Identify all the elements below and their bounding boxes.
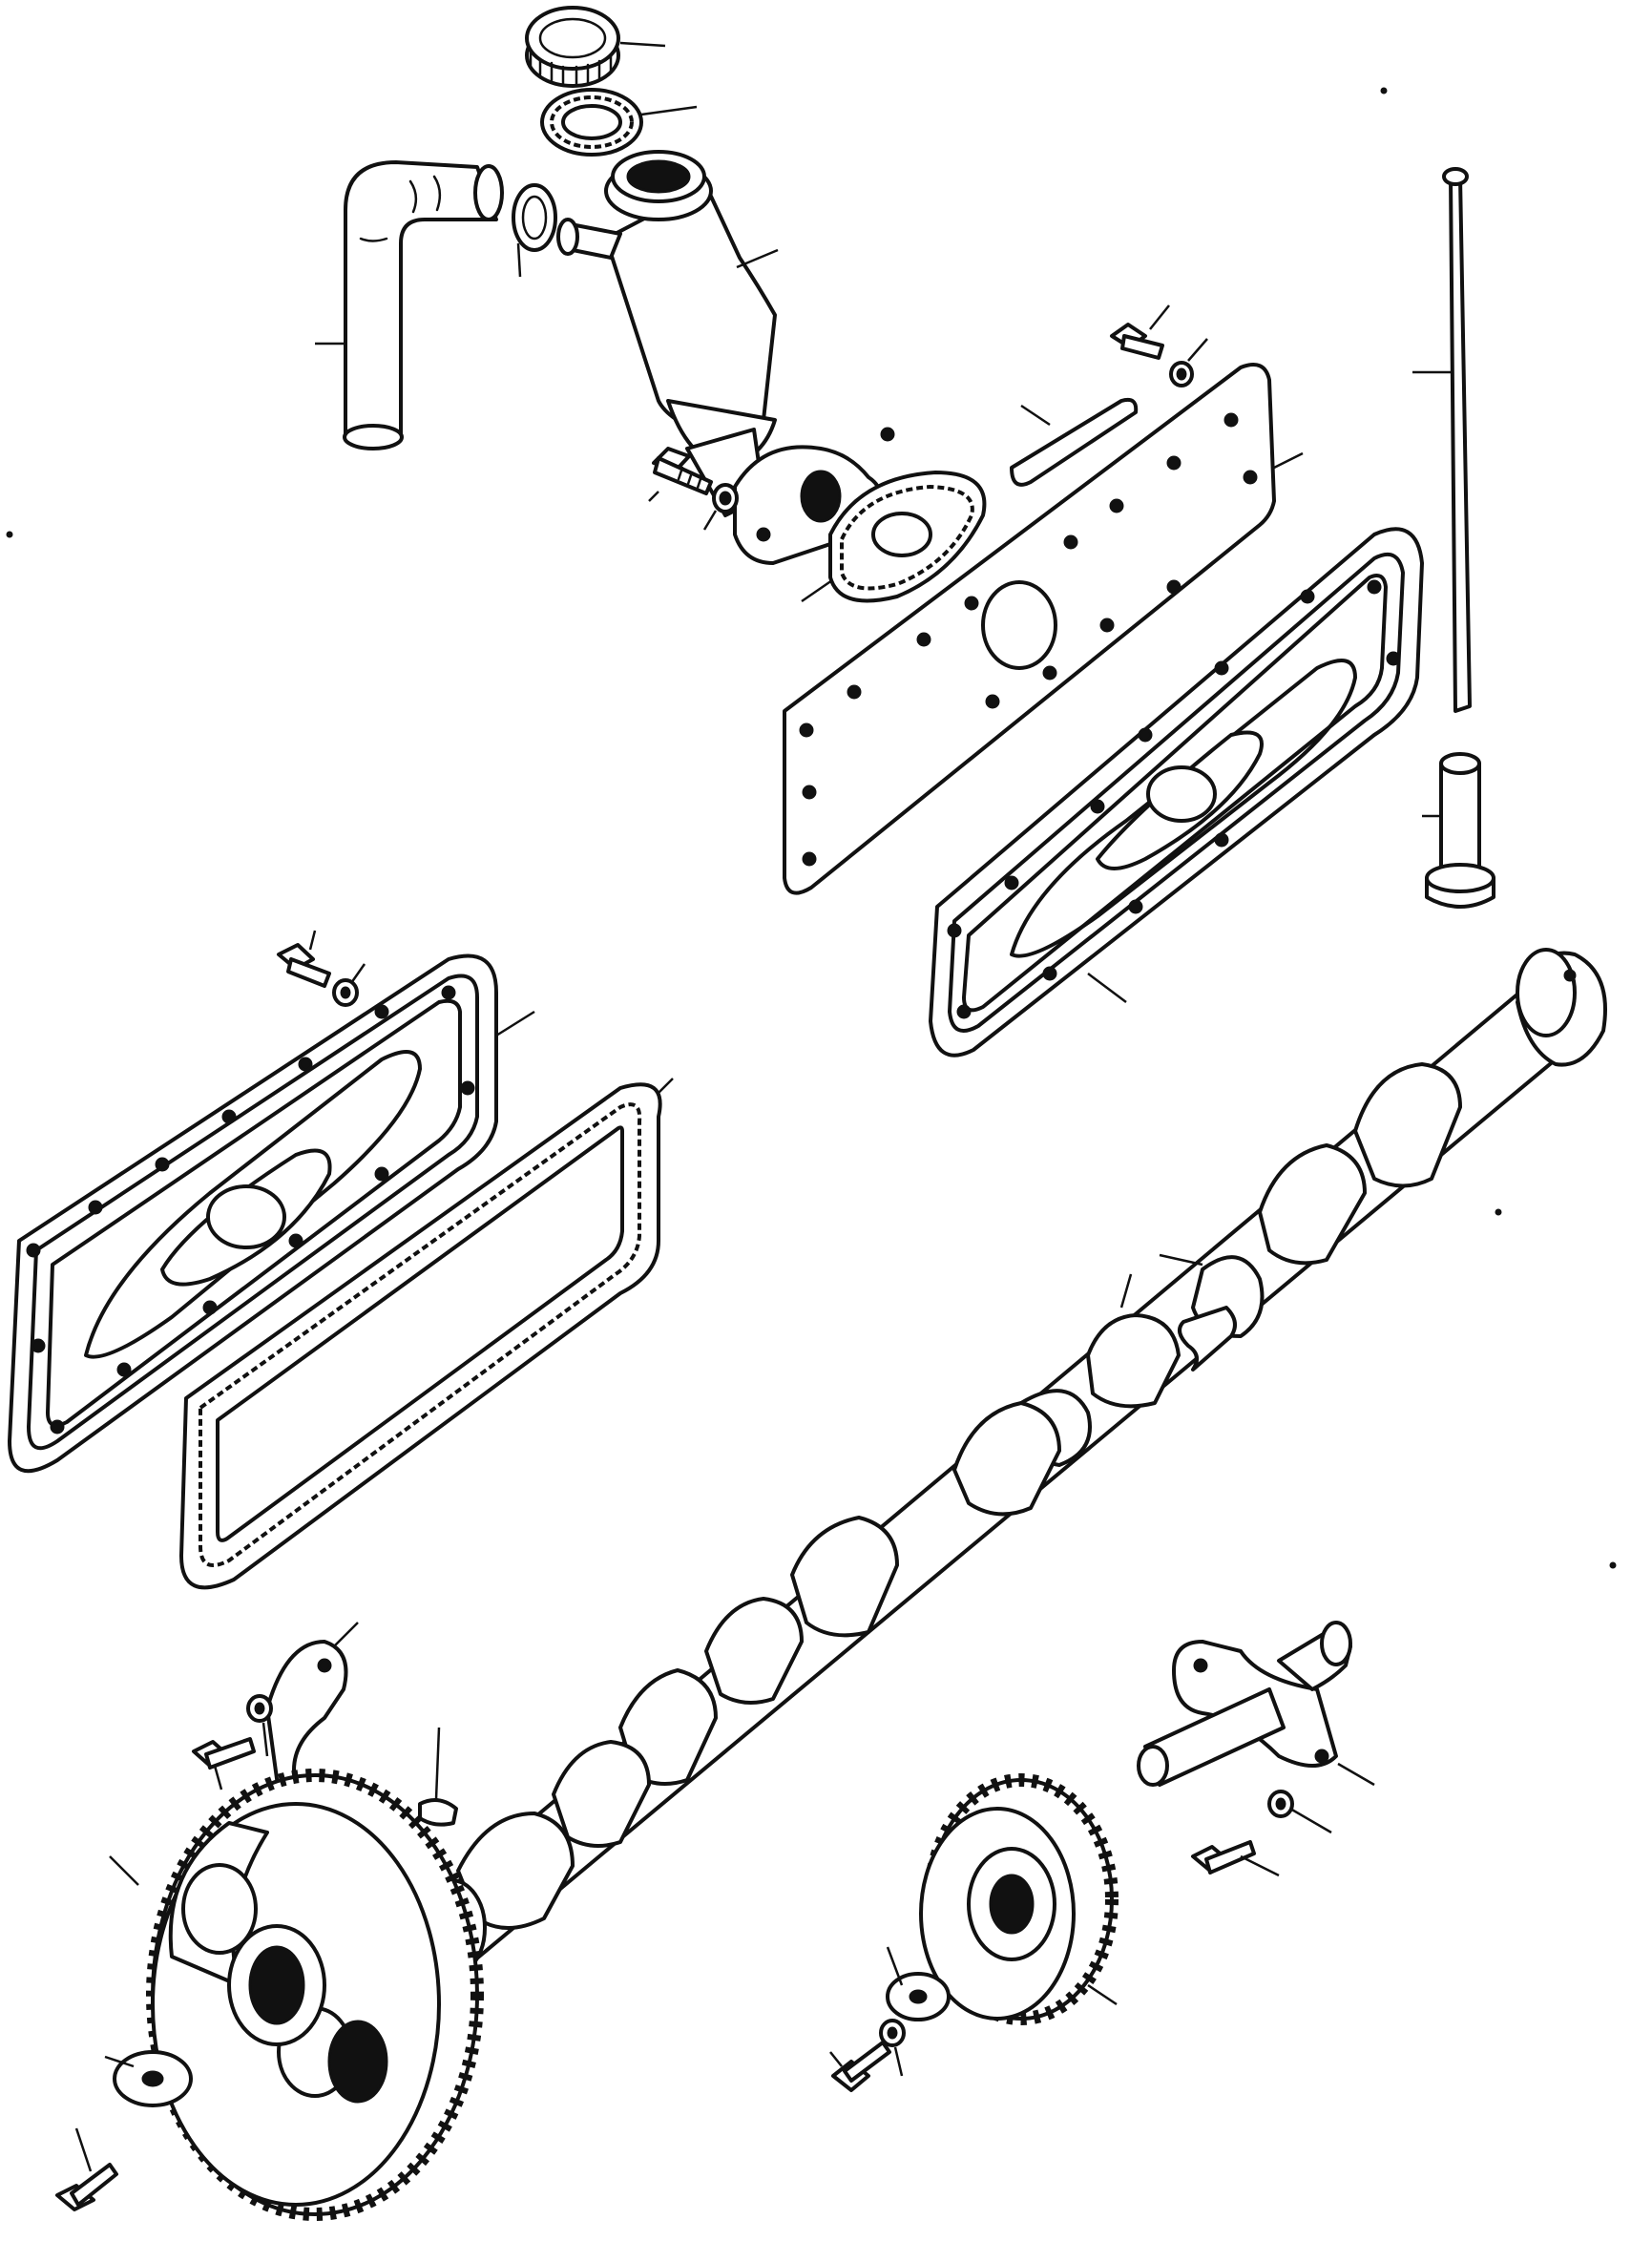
washer-icon (540, 88, 698, 157)
filler-tube-icon (556, 150, 895, 565)
key-icon (418, 1727, 458, 1827)
washer-icon (1267, 1790, 1332, 1834)
tappet-cover-icon (8, 953, 535, 1474)
bolt-icon (277, 930, 331, 988)
camshaft-icon (415, 948, 1607, 1978)
washer-icon (332, 963, 366, 1007)
washer-icon (246, 1694, 273, 1757)
tappet-icon (1422, 752, 1495, 909)
washer-icon (104, 2050, 193, 2107)
cover-plate-icon (783, 363, 1304, 895)
strap-icon (1010, 397, 1139, 487)
clip-icon (512, 183, 557, 278)
gasket-icon (801, 471, 987, 603)
idler-shaft-icon (1137, 1621, 1375, 1787)
bolt-icon (1110, 304, 1170, 360)
washer-icon (886, 1946, 951, 2021)
bolt-icon (648, 447, 713, 502)
bolt-icon (1191, 1840, 1280, 1877)
filler-cap-icon (525, 6, 666, 88)
bolt-icon (55, 2127, 118, 2211)
bolt-icon (192, 1737, 256, 1791)
gasket-icon (179, 1078, 674, 1590)
push-rod-icon (1412, 167, 1472, 713)
bolt-icon (829, 2041, 891, 2092)
washer-icon (1169, 338, 1208, 387)
gear-icon (109, 1769, 484, 2221)
hose-icon (315, 160, 504, 450)
tappet-cover-icon (929, 527, 1424, 1058)
washer-icon (879, 2019, 906, 2077)
washer-icon (702, 483, 739, 531)
gear-icon (919, 1773, 1119, 2025)
